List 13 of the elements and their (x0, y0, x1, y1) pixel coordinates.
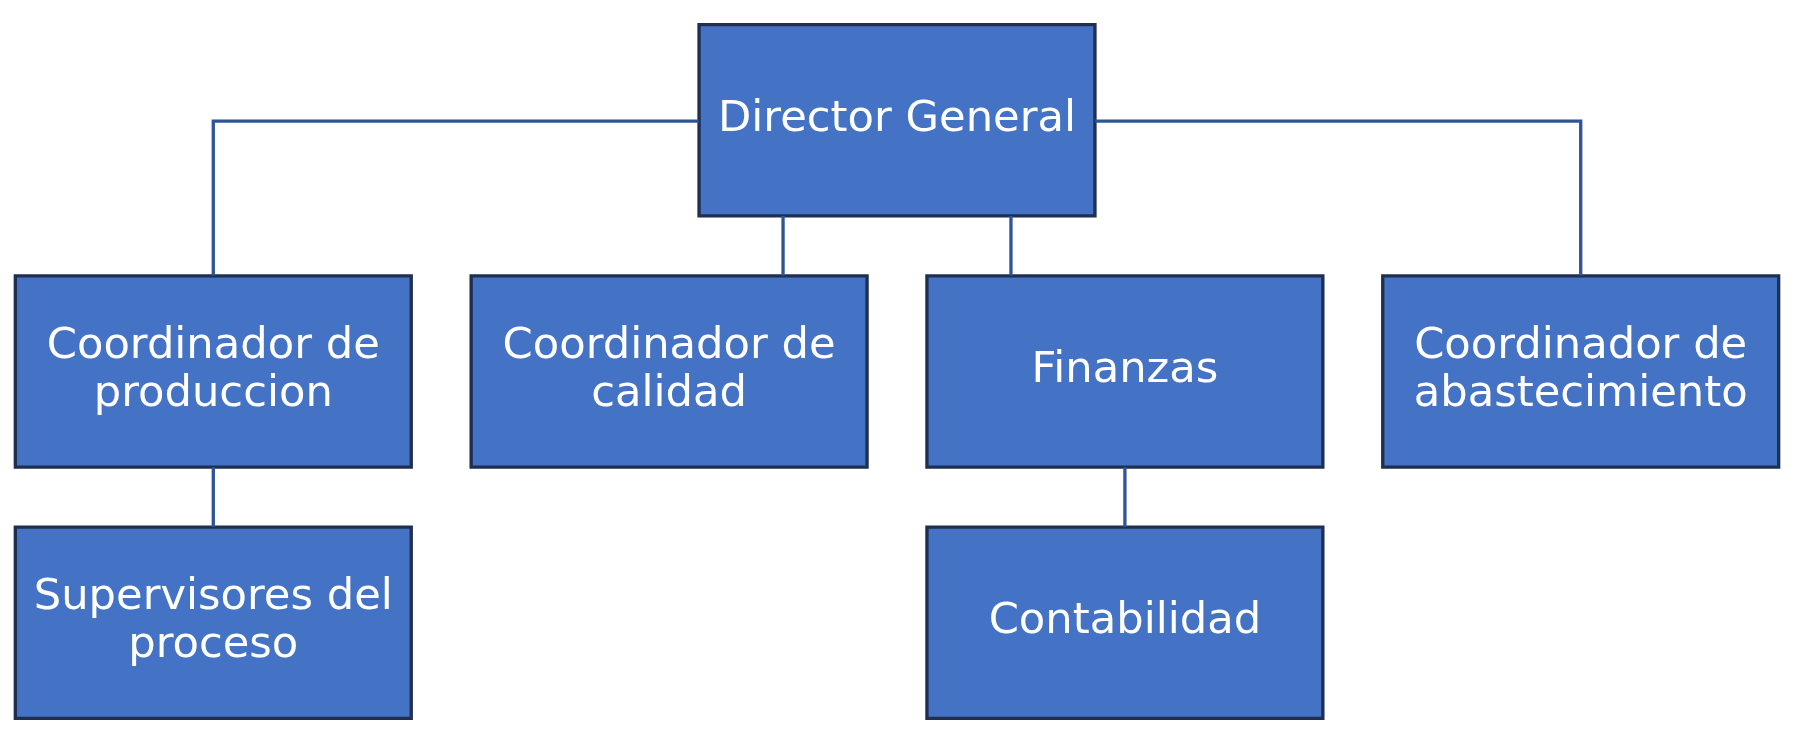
connector (1009, 216, 1013, 276)
connector (211, 119, 699, 276)
node-box: Contabilidad (925, 525, 1325, 720)
connector (211, 467, 215, 527)
node-box: Coordinador de calidad (469, 274, 869, 469)
connector (1095, 119, 1583, 276)
node-box: Coordinador de produccion (13, 274, 413, 469)
node-box: Supervisores del proceso (13, 525, 413, 720)
connector (781, 216, 785, 276)
connector (1123, 467, 1127, 527)
node-box: Finanzas (925, 274, 1325, 469)
node-box: Coordinador de abastecimiento (1381, 274, 1781, 469)
node-box: Director General (697, 23, 1097, 218)
